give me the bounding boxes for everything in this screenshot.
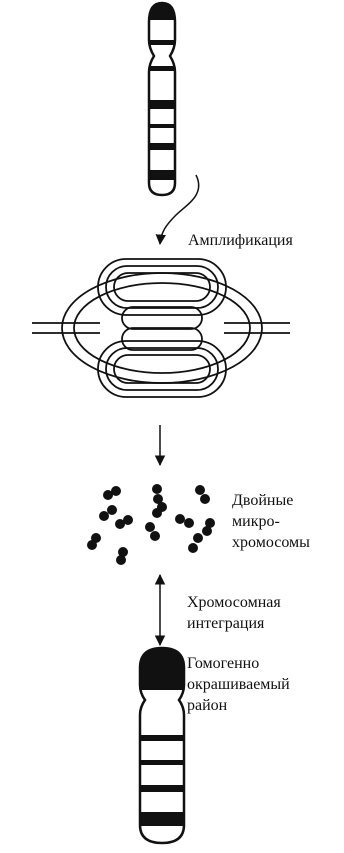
double-minute [115,515,133,529]
double-minute [99,505,117,521]
double-minute [152,502,167,518]
double-minute [175,514,194,528]
middle-loop-upper [122,307,202,329]
double-minute [195,485,210,504]
middle-loop-lower [122,328,202,350]
double-minute [87,533,101,550]
chromosome-top [140,0,185,195]
double-minute [116,547,128,565]
label-chromosomal-integration-line-2: интеграция [187,614,264,633]
hsr-region [135,645,190,690]
double-minute [202,518,215,536]
amplified-dna-loops [32,259,290,397]
chromosome-top-bands [140,0,185,180]
label-amplification: Амплификация [188,231,293,250]
double-minute [152,484,163,504]
label-hsr-line-3: район [187,696,227,715]
chromosome-bottom-bands [135,645,190,826]
double-minute [145,522,160,541]
chromosome-top-outline [149,3,175,195]
label-chromosomal-integration-line-1: Хромосомная [187,593,281,612]
double-minute-dots [87,484,215,565]
double-minute [188,533,203,553]
label-hsr-line-1: Гомогенно [187,654,259,673]
label-double-minutes-line-1: Двойные [232,491,293,510]
label-hsr-line-2: окрашиваемый [187,675,290,694]
chromosome-bottom [135,645,190,843]
label-double-minutes-line-2: микро- [232,512,280,531]
double-minute [103,486,121,500]
label-double-minutes-line-3: хромосомы [232,533,310,552]
